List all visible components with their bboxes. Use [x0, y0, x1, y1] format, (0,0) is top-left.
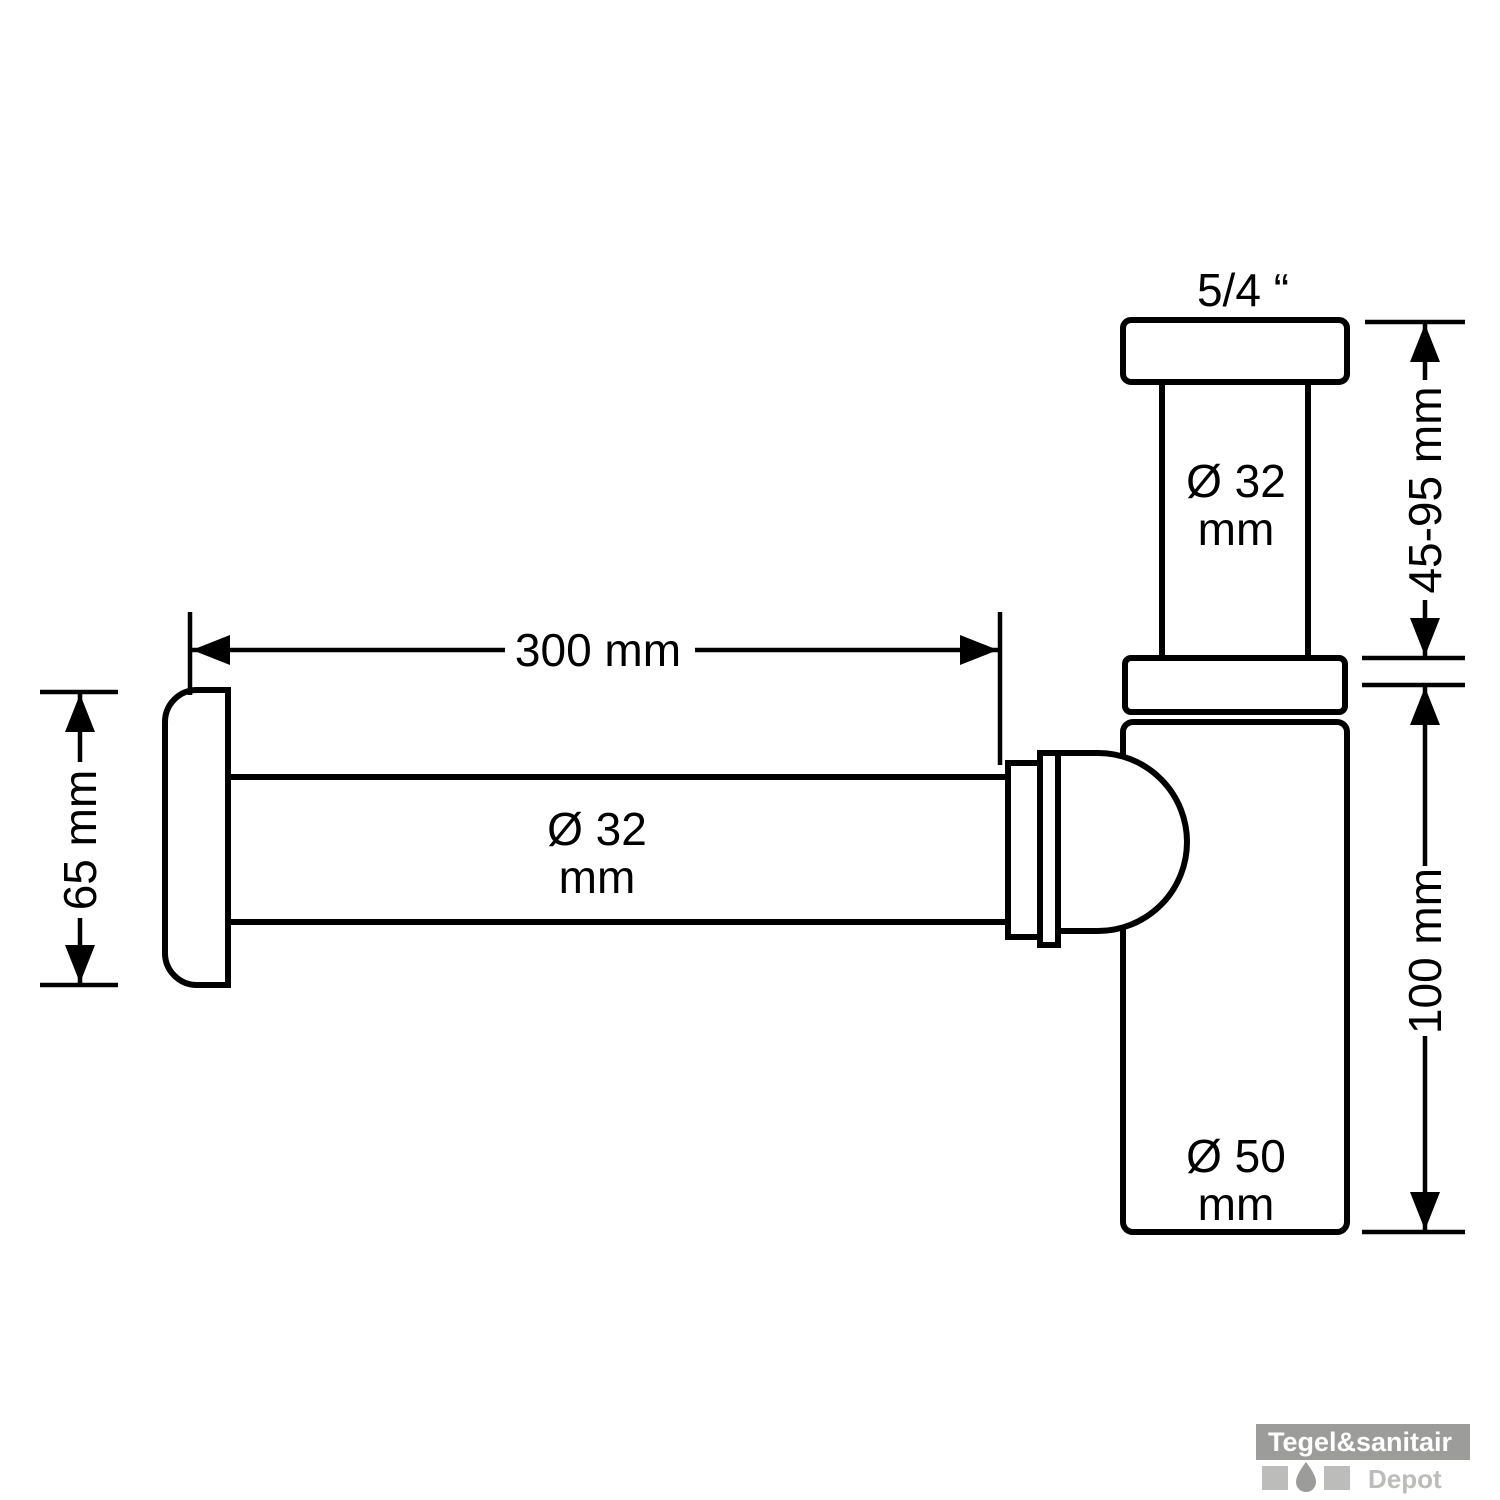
arrowhead-left — [192, 635, 230, 665]
inlet-thread-label: 5/4 “ — [1197, 264, 1289, 316]
flange-height-label: 65 mm — [54, 770, 106, 911]
inlet-adjust-label: 45-95 mm — [1399, 386, 1451, 593]
elbow-connector — [1055, 750, 1190, 934]
tube-diameter-label: Ø 32 — [547, 803, 647, 855]
watermark-logo-left — [1262, 1466, 1288, 1490]
watermark: Tegel&sanitair Depot — [1256, 1424, 1470, 1494]
cup-diameter-label: Ø 50 — [1186, 1130, 1286, 1182]
trap-drawing — [162, 317, 1350, 1235]
part-labels: 5/4 “ Ø 32 mm Ø 32 mm Ø 50 mm — [547, 264, 1289, 1230]
inlet-diameter-label: Ø 32 — [1186, 455, 1286, 507]
cup-height-label: 100 mm — [1399, 868, 1451, 1034]
arrowhead-down — [1410, 1192, 1440, 1230]
arrowhead-right — [960, 635, 998, 665]
watermark-brand: Tegel&sanitair — [1268, 1427, 1453, 1457]
cup-diameter-unit: mm — [1198, 1178, 1275, 1230]
dim-tube-length: 300 mm — [187, 612, 1003, 765]
watermark-logo-right — [1324, 1466, 1350, 1490]
inlet-diameter-unit: mm — [1198, 503, 1275, 555]
dim-flange-height: 65 mm — [40, 689, 118, 988]
tube-diameter-unit: mm — [559, 851, 636, 903]
arrowhead-down — [65, 945, 95, 983]
arrowhead-down — [1410, 618, 1440, 656]
watermark-sub: Depot — [1368, 1464, 1442, 1494]
dim-cup-height: 100 mm — [1362, 682, 1465, 1235]
compression-ring-outer — [1005, 760, 1043, 940]
horizontal-wall-tube — [225, 774, 1011, 925]
arrowhead-up — [1410, 687, 1440, 725]
watermark-banner — [1256, 1424, 1470, 1460]
compression-ring-inner — [1037, 750, 1061, 948]
arrowhead-up — [65, 694, 95, 732]
inlet-flange — [1120, 317, 1350, 385]
coupling-nut — [1122, 655, 1348, 715]
wall-flange — [162, 687, 231, 988]
droplet-icon — [1296, 1462, 1316, 1492]
tube-length-label: 300 mm — [515, 624, 681, 676]
arrowhead-up — [1410, 324, 1440, 362]
dim-inlet-adjust: 45-95 mm — [1362, 319, 1465, 661]
